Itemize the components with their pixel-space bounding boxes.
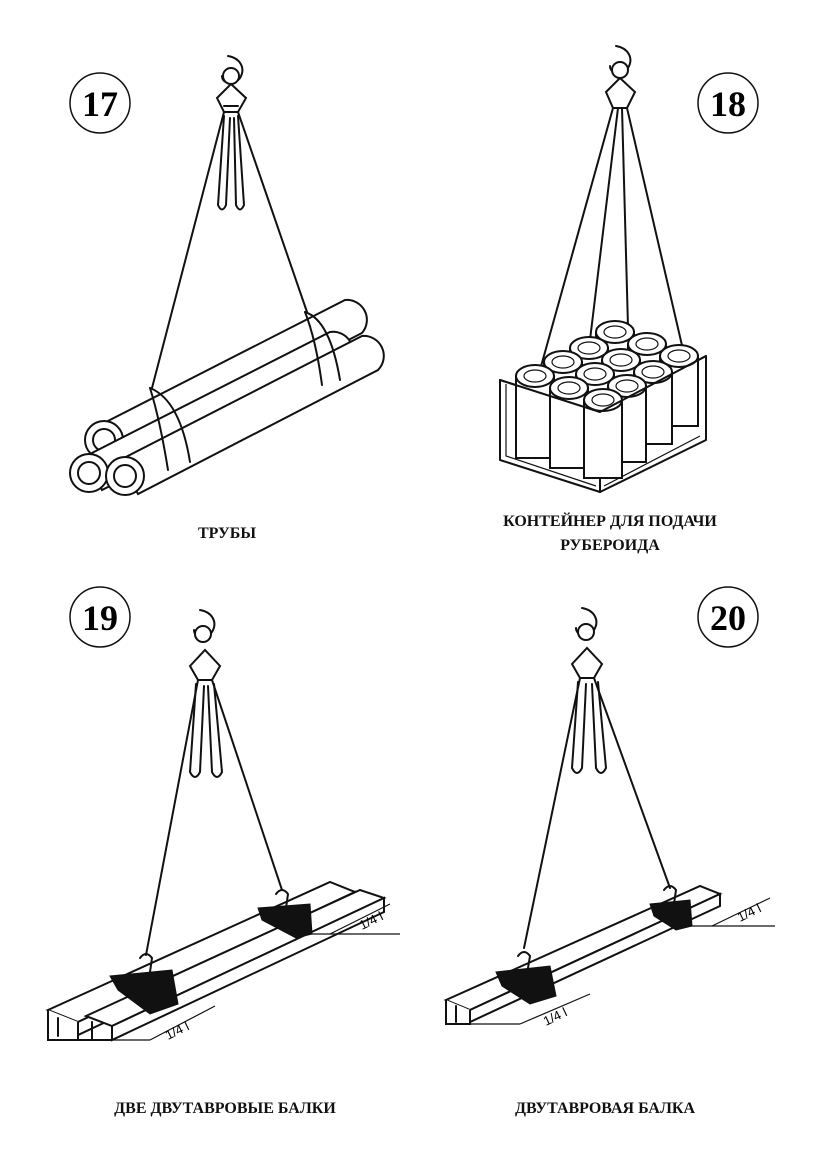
dimension-19-left-label: 1/4 l [163,1018,192,1042]
sling-20 [523,677,671,949]
badge-17: 17 [69,72,131,134]
dimension-20: 1/4 l 1/4 l [470,897,775,1029]
sling-17 [151,111,308,389]
crane-hook-18-icon [604,45,637,109]
roofing-container [499,320,707,493]
badge-19: 19 [69,586,131,648]
badge-18-number: 18 [710,84,746,124]
crane-hook-20-icon [570,607,604,679]
caption-18: КОНТЕЙНЕР ДЛЯ ПОДАЧИ РУБЕРОИДА [450,510,770,558]
dimension-20-right-label: 1/4 l [735,900,764,924]
crane-hook-19-icon [188,609,222,681]
panel-17: 17 [69,55,385,496]
badge-17-number: 17 [82,84,118,124]
sling-19 [145,679,283,956]
caption-20: ДВУТАВРОВАЯ БАЛКА [514,1100,696,1117]
caption-17: ТРУБЫ [197,525,257,542]
caption-18-line1: КОНТЕЙНЕР ДЛЯ ПОДАЧИ [503,513,717,530]
badge-18: 18 [697,72,759,134]
badge-19-number: 19 [82,598,118,638]
crane-hook-17-icon [215,55,248,113]
two-i-beams [45,880,387,1042]
panel-20: 20 1/4 l 1/4 l [443,586,775,1029]
pipe-bundle [69,298,385,496]
caption-19: ДВЕ ДВУТАВРОВЫЕ БАЛКИ [114,1100,336,1117]
dimension-20-left-label: 1/4 l [541,1004,570,1028]
badge-20-number: 20 [710,598,746,638]
panel-19: 19 [45,586,400,1043]
i-beam [443,884,723,1025]
caption-18-line2: РУБЕРОИДА [560,537,660,554]
badge-20: 20 [697,586,759,648]
panel-18: 18 [499,45,759,493]
